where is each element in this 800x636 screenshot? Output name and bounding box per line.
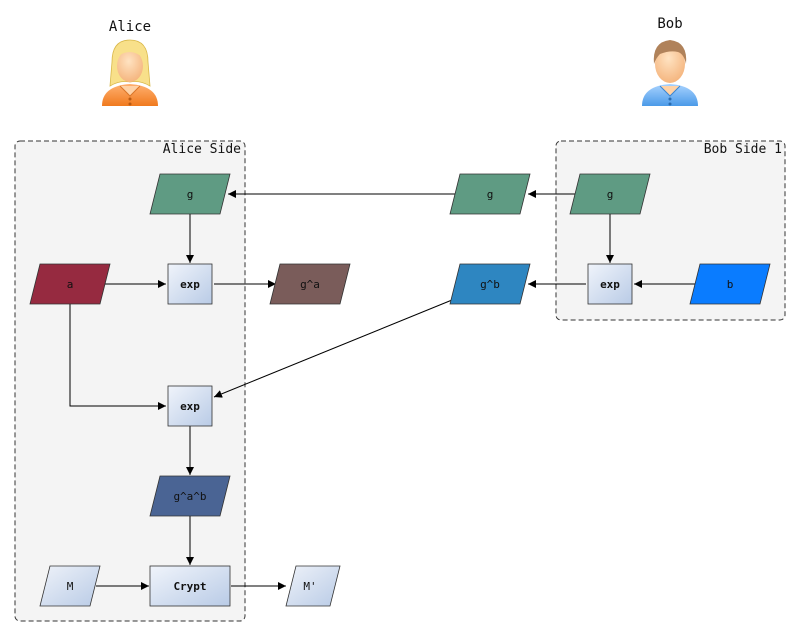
node-msg-out-label: M' [303,580,316,593]
node-crypt: Crypt [149,565,231,607]
node-crypt-label: Crypt [173,580,206,593]
node-g-pow-ab-label: g^a^b [173,490,206,503]
node-bob-b: b [689,263,771,305]
actor-bob: Bob [642,16,698,106]
group-alice-side-title: Alice Side [163,142,241,157]
node-g-pow-b-label: g^b [480,278,500,291]
node-alice-exp1-label: exp [180,278,200,291]
node-g-pow-b-shape [449,263,531,305]
node-msg-in-label: M [67,580,74,593]
node-g-pow-a-label: g^a [300,278,320,291]
node-alice-g: g [149,173,231,215]
edge-gb-to-exp2 [213,299,453,398]
edges [69,190,696,590]
node-alice-exp1: exp [167,263,213,305]
node-alice-a-label: a [67,278,74,291]
node-bob-g: g [569,173,651,215]
node-mid-g-shape [449,173,531,215]
group-bob-side-title: Bob Side 1 [704,142,782,157]
node-msg-in: M [39,565,101,607]
node-bob-b-label: b [727,278,734,291]
alice-avatar-icon [102,39,158,106]
node-alice-g-shape [149,173,231,215]
node-bob-g-label: g [607,188,614,201]
node-g-pow-a: g^a [269,263,351,305]
node-bob-b-shape [689,263,771,305]
node-bob-g-shape [569,173,651,215]
node-g-pow-ab: g^a^b [149,475,231,517]
node-g-pow-ab-shape [149,475,231,517]
node-mid-g-label: g [487,188,494,201]
actor-bob-name: Bob [657,16,682,32]
actor-alice-name: Alice [109,19,151,35]
bob-avatar-icon [642,40,698,106]
edge-a-to-exp2 [69,304,166,410]
node-bob-exp: exp [587,263,633,305]
node-alice-g-label: g [187,188,194,201]
node-alice-a-shape [29,263,111,305]
actor-alice: Alice [102,19,158,106]
node-msg-out: M' [285,565,341,607]
node-g-pow-a-shape [269,263,351,305]
node-alice-exp2-label: exp [180,400,200,413]
node-mid-g: g [449,173,531,215]
node-bob-exp-label: exp [600,278,620,291]
node-alice-a: a [29,263,111,305]
node-alice-exp2: exp [167,385,213,427]
node-g-pow-b: g^b [449,263,531,305]
